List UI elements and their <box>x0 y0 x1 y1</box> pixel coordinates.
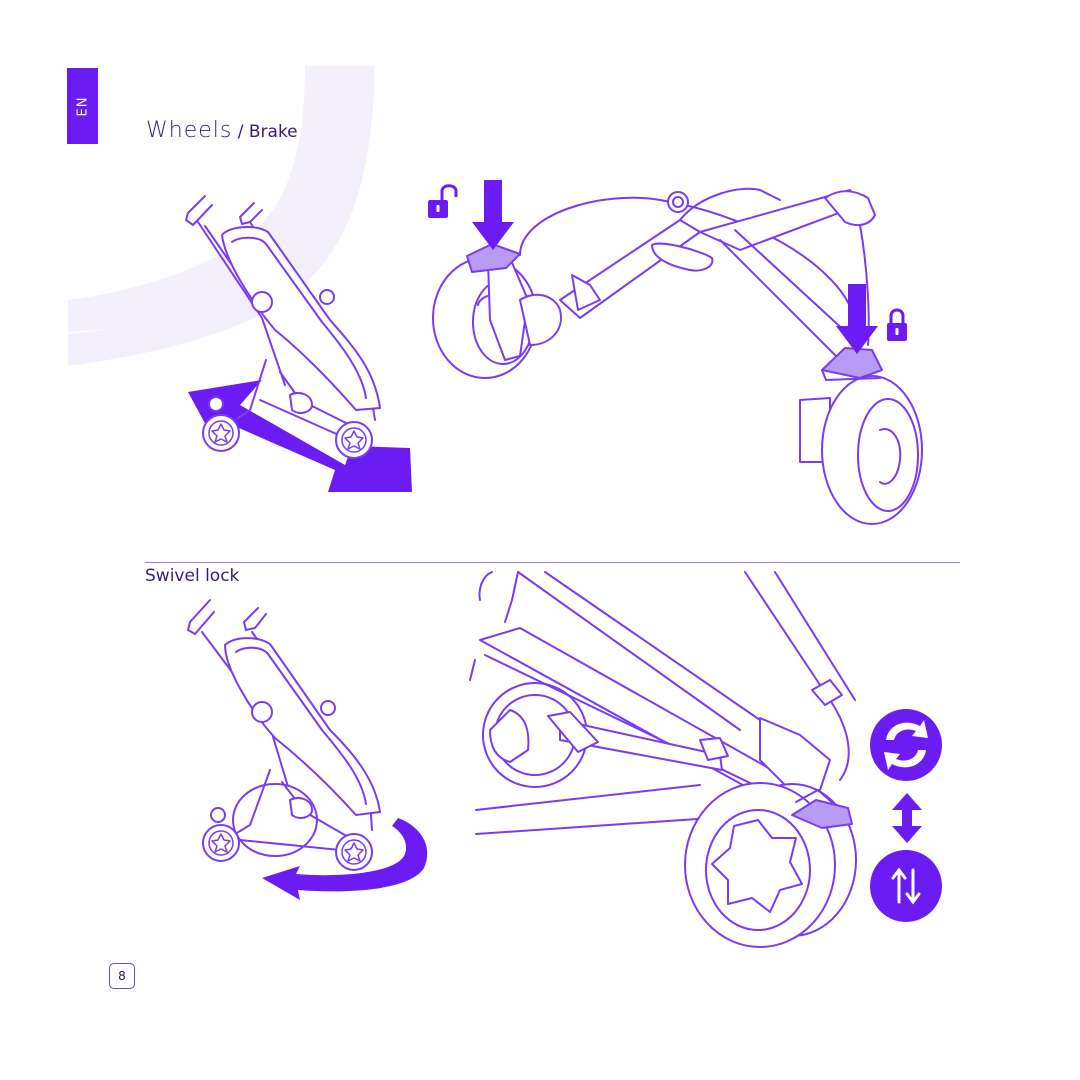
rotate-icon <box>870 709 942 781</box>
swivel-wheel-illustration <box>469 571 857 948</box>
push-direction-arrow <box>188 380 412 492</box>
press-down-arrow-left <box>472 180 514 250</box>
page-number: 8 <box>109 963 135 989</box>
language-tab: EN <box>67 68 98 144</box>
wheels-title-sub: / Brake <box>232 122 298 142</box>
wheels-title-main: Wheels <box>146 118 233 143</box>
section-divider <box>145 562 960 563</box>
turn-direction-arrow <box>262 818 428 900</box>
double-arrow-icon <box>892 793 922 843</box>
brake-pedal-illustration <box>432 180 923 525</box>
unlock-icon <box>428 184 458 218</box>
background-curve-shape <box>68 66 375 332</box>
fixed-direction-icon <box>870 850 942 922</box>
wheels-brake-title: Wheels / Brake <box>146 118 298 143</box>
swivel-lock-title: Swivel lock <box>145 566 240 586</box>
lock-icon <box>887 308 907 341</box>
stroller-swivel-illustration <box>187 599 428 900</box>
press-down-arrow-right <box>836 284 878 354</box>
stroller-brake-illustration <box>185 195 412 492</box>
background-curve-band <box>68 66 375 366</box>
